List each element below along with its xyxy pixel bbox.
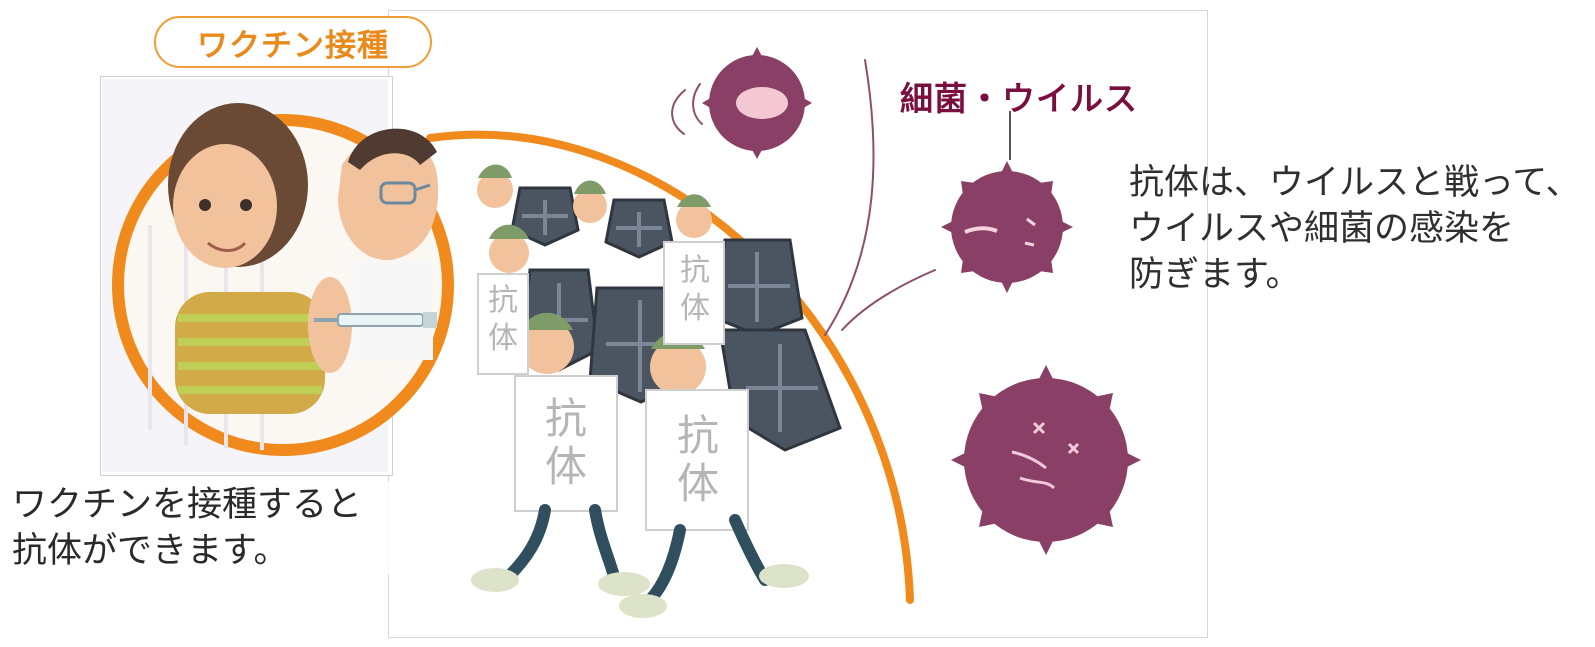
- vaccination-description: ワクチンを接種すると 抗体ができます。: [12, 482, 392, 574]
- virus-middle: [941, 161, 1073, 293]
- vaccination-title: ワクチン接種: [197, 27, 389, 64]
- antibody-army: [471, 164, 842, 618]
- soldier-badge-3: 抗 体: [544, 394, 587, 491]
- vaccination-title-badge: ワクチン接種: [154, 16, 432, 68]
- soldier-badge-4: 抗 体: [676, 411, 719, 508]
- soldier-badge-2: 抗 体: [680, 253, 710, 326]
- vaccination-circle: [112, 103, 454, 456]
- virus-bottom: [951, 365, 1141, 555]
- virus-top: [702, 47, 812, 159]
- woman-face: [173, 144, 277, 268]
- motion-lines: [671, 59, 936, 336]
- soldier-badge-1: 抗 体: [488, 283, 518, 356]
- virus-label: 細菌・ウイルス: [900, 79, 1138, 118]
- antibody-description: 抗体は、ウイルスと戦って、 ウイルスや細菌の感染を 防ぎます。: [1129, 163, 1581, 295]
